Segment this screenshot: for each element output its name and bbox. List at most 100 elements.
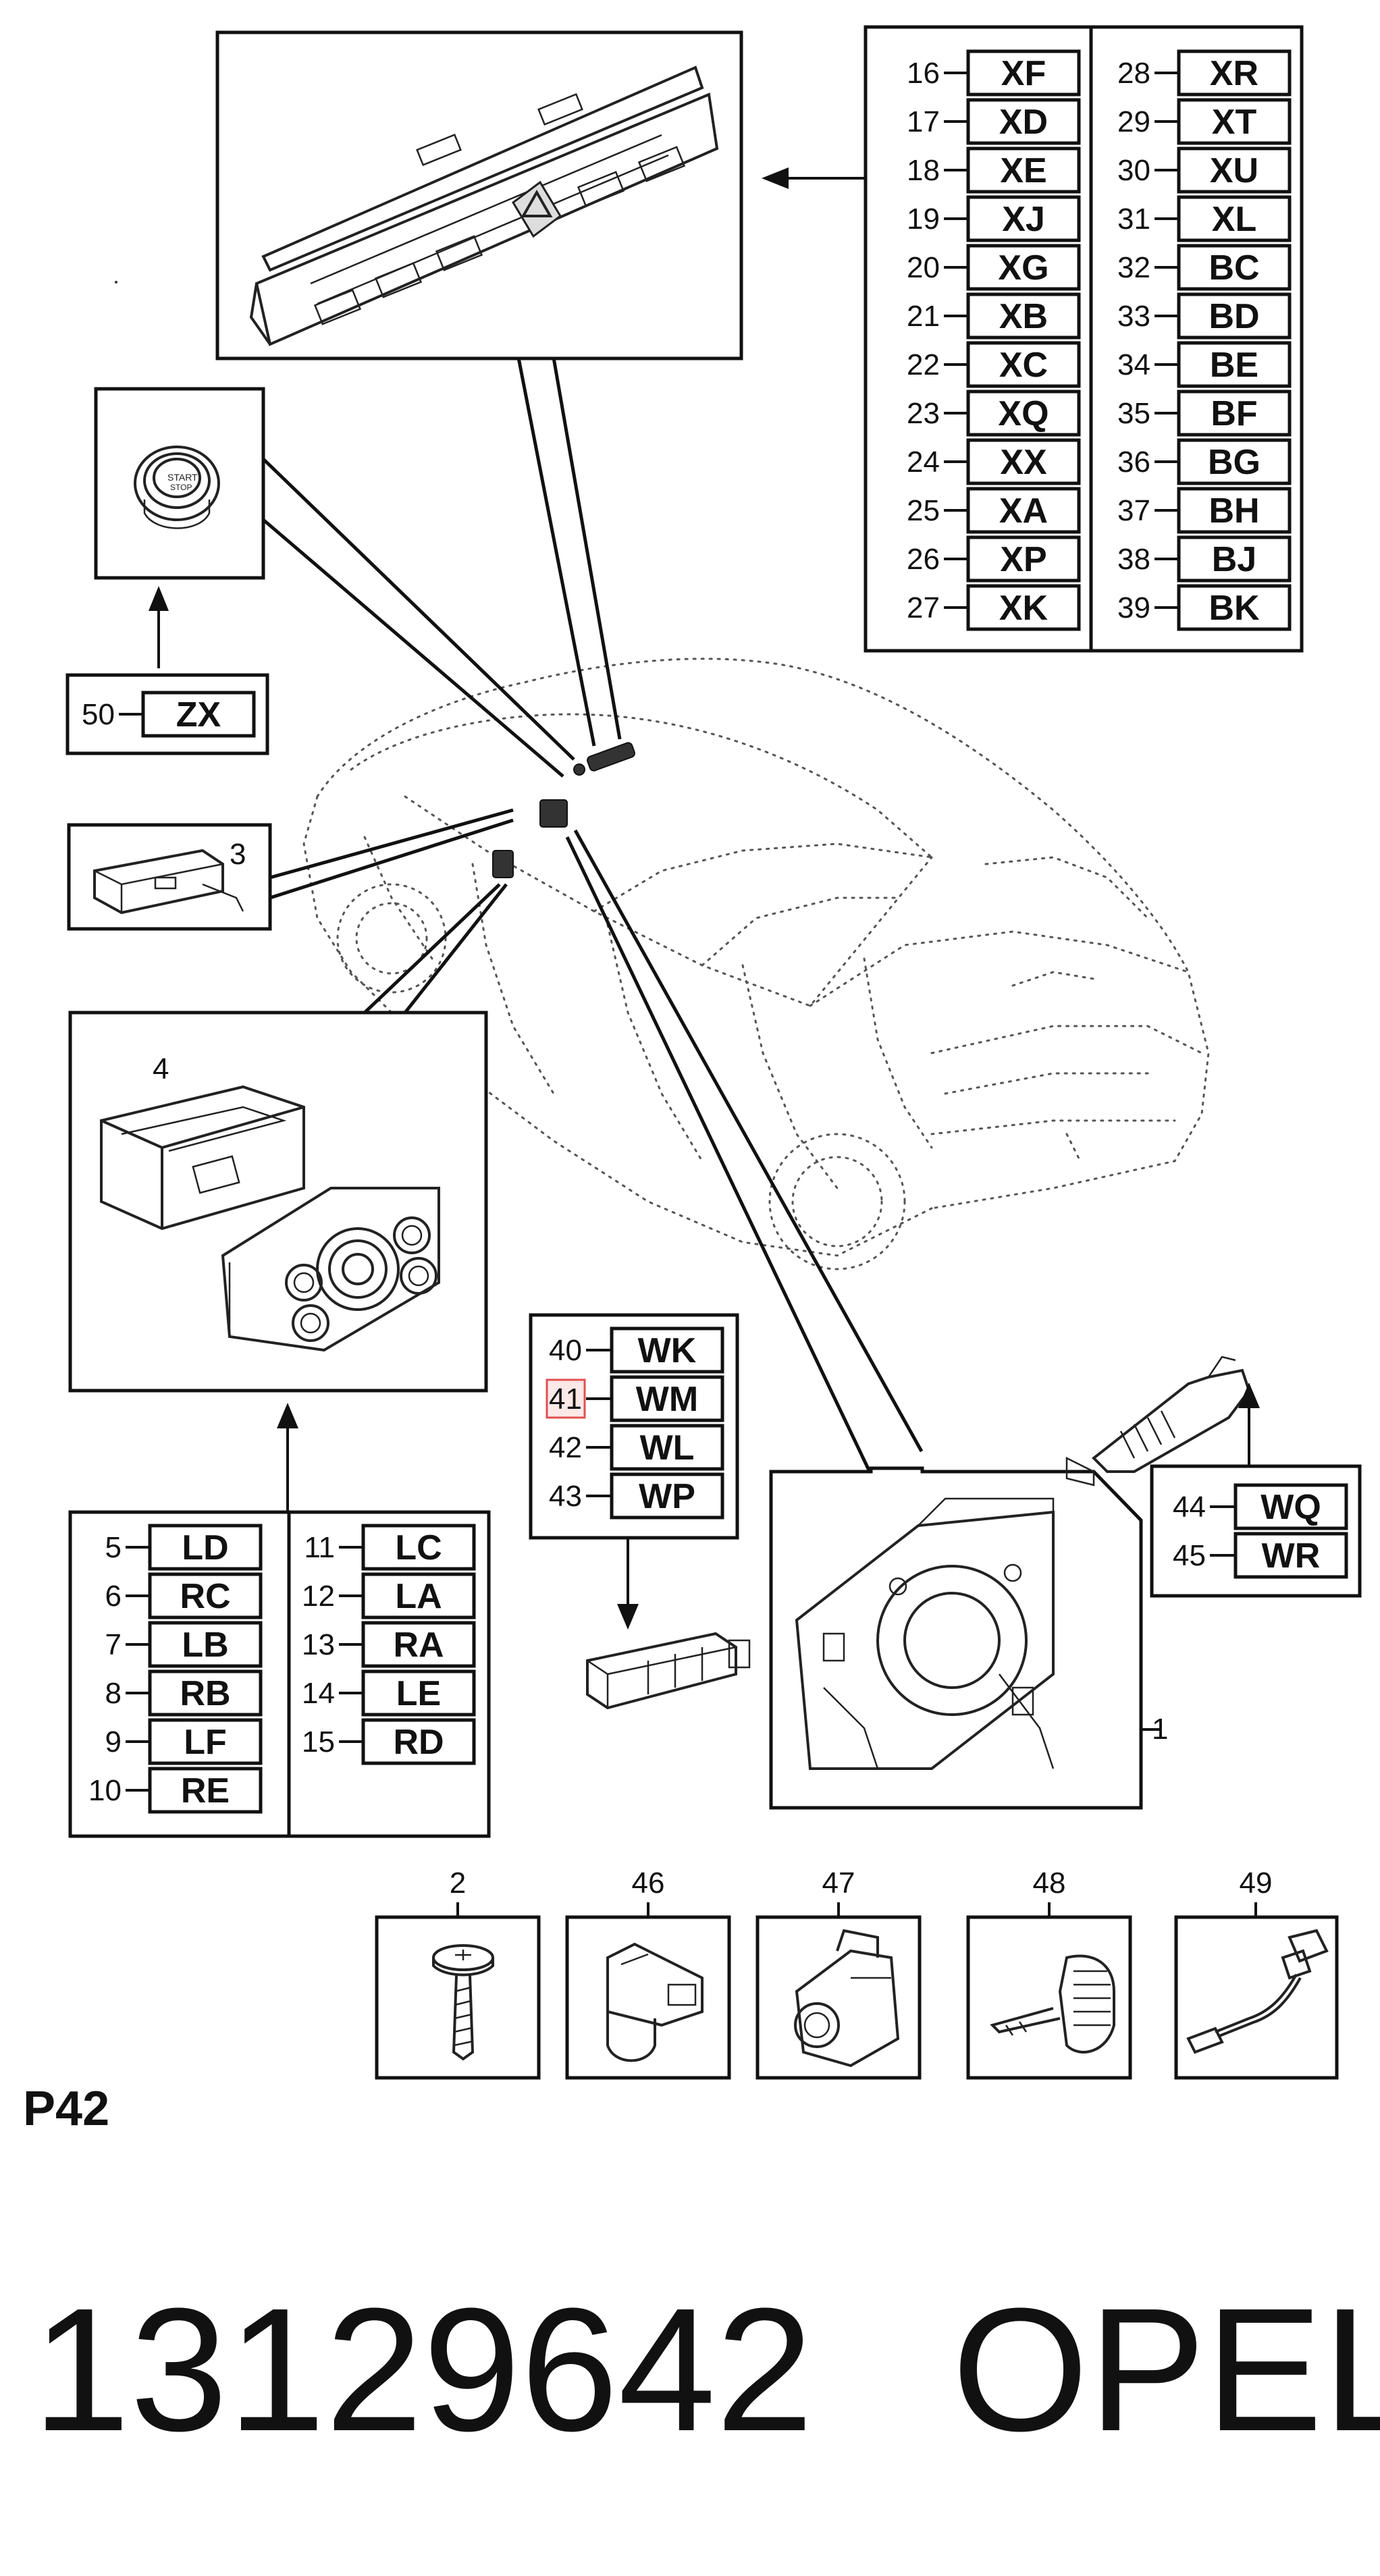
row-number: 50 [82, 698, 115, 731]
code-cell [1233, 1532, 1348, 1579]
code-cell [148, 1524, 263, 1571]
code-row: 40 WK [549, 1326, 724, 1374]
row-number: 9 [105, 1725, 122, 1759]
part-label-3: 3 [230, 838, 246, 871]
code-label: LC [395, 1528, 442, 1567]
row-number: 39 [1117, 591, 1150, 624]
code-label: BG [1208, 443, 1260, 482]
code-cell [966, 487, 1081, 534]
light-switch-knobs-drawing [221, 1187, 440, 1352]
code-cell [361, 1669, 476, 1717]
row-number: 32 [1117, 251, 1150, 284]
code-label: RE [181, 1771, 230, 1810]
code-label: WL [640, 1428, 695, 1468]
code-label: BH [1209, 491, 1259, 531]
part-49-box: 49 [1174, 1867, 1339, 2080]
row-number: 33 [1117, 300, 1150, 333]
row-number: 16 [907, 57, 940, 90]
code-label: RC [180, 1577, 230, 1616]
code-cell [966, 292, 1081, 340]
row-number: 30 [1117, 154, 1150, 187]
row-number: 40 [549, 1334, 582, 1367]
leader-lines [262, 357, 924, 1473]
part-label-2: 2 [450, 1867, 466, 1900]
code-cell [1177, 487, 1292, 534]
bottom-parts: 2 46 47 [375, 1867, 1339, 2080]
row-number: 5 [105, 1531, 122, 1564]
push-button-drawing: START STOP [134, 446, 220, 529]
code-row: 44 WQ [1173, 1483, 1348, 1530]
code-label: XK [999, 589, 1049, 628]
switch-panel-drawing [249, 65, 719, 346]
code-row: 50 ZX [82, 691, 256, 738]
part-label-4: 4 [153, 1052, 169, 1085]
row-number: 15 [302, 1725, 335, 1759]
code-label: WM [636, 1380, 698, 1419]
installed-component-markers [492, 742, 635, 878]
code-label: WQ [1260, 1488, 1321, 1527]
code-cell [966, 146, 1081, 194]
code-cell [361, 1572, 476, 1619]
row-number: 27 [907, 591, 940, 624]
code-cell [966, 244, 1081, 291]
code-label: XB [999, 297, 1048, 336]
code-row: 27 XK [907, 584, 1081, 631]
sensor-48-drawing [990, 1954, 1115, 2054]
code-label: WK [638, 1331, 697, 1370]
row-number: 12 [302, 1580, 335, 1613]
row-number: 8 [105, 1677, 122, 1710]
code-label: WR [1262, 1536, 1321, 1576]
switch-panel-box [215, 30, 743, 360]
row-number: 6 [105, 1580, 122, 1613]
svg-text:START: START [167, 472, 198, 483]
row-number: 20 [907, 251, 940, 284]
code-label: RA [393, 1626, 444, 1665]
code-label: BD [1209, 297, 1259, 336]
row-number: 34 [1117, 348, 1150, 381]
row-number: 24 [907, 446, 940, 479]
code-cell [966, 341, 1081, 388]
row-number: 17 [907, 105, 940, 138]
row-number: 44 [1173, 1491, 1206, 1524]
code-cell [966, 98, 1081, 145]
code-row: 6 RC [105, 1572, 263, 1619]
code-cell [148, 1621, 263, 1668]
code-label: XX [1000, 443, 1047, 482]
part-label-1: 1 [1152, 1713, 1168, 1746]
code-cell [148, 1767, 263, 1814]
code-cell [966, 584, 1081, 631]
code-cell [1177, 49, 1292, 97]
push-button-box: START STOP [94, 387, 265, 668]
code-label: ZX [176, 695, 221, 734]
row-number: 43 [549, 1480, 582, 1513]
code-label: XQ [998, 394, 1049, 433]
code-label: LE [396, 1674, 441, 1713]
code-cell [1177, 584, 1292, 631]
row-number: 11 [304, 1531, 335, 1564]
code-label: XC [999, 346, 1048, 385]
row-number: 31 [1117, 203, 1150, 236]
part-2-box: 2 [375, 1867, 541, 2080]
row-number: 7 [105, 1628, 122, 1661]
code-cell [1233, 1483, 1348, 1530]
